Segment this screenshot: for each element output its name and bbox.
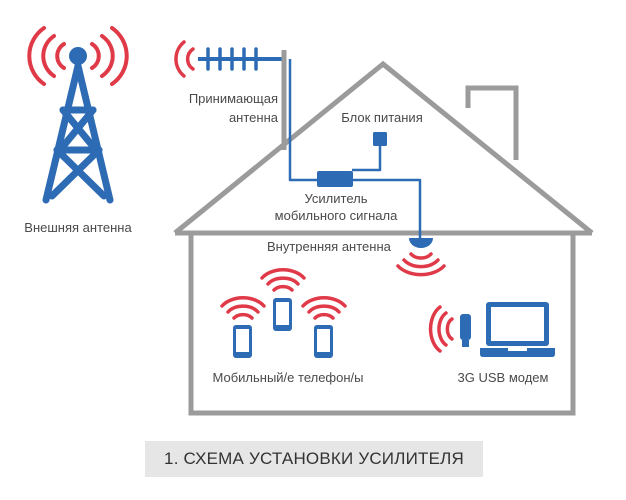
signal-waves-icon <box>396 252 446 277</box>
phone-center <box>260 268 306 331</box>
power-supply-label: Блок питания <box>341 110 422 125</box>
signal-cable <box>288 59 422 238</box>
smartphone-icon <box>233 325 252 358</box>
caption-text: 1. СХЕМА УСТАНОВКИ УСИЛИТЕЛЯ <box>164 449 464 468</box>
usb-modem-group <box>428 302 555 357</box>
cell-tower-icon <box>27 26 129 204</box>
caption-banner: 1. СХЕМА УСТАНОВКИ УСИЛИТЕЛЯ <box>145 441 483 477</box>
mobile-phones-label: Мобильный/е телефон/ы <box>213 370 364 385</box>
signal-waves-icon <box>260 268 306 292</box>
power-supply-icon <box>373 132 387 146</box>
receiving-antenna-label-line1: Принимающая <box>189 91 278 106</box>
signal-waves-icon <box>301 296 347 320</box>
signal-waves-icon <box>220 296 266 320</box>
signal-waves-icon <box>174 40 195 78</box>
usb-modem-label: 3G USB модем <box>458 370 549 385</box>
phone-right <box>301 296 347 358</box>
internal-antenna-label: Внутренняя антенна <box>267 239 392 254</box>
laptop-icon <box>480 302 555 357</box>
signal-waves-icon <box>428 305 454 353</box>
yagi-antenna-icon <box>174 40 287 150</box>
amplifier-label-line2: мобильного сигнала <box>275 208 398 223</box>
amplifier-label-line1: Усилитель <box>305 191 368 206</box>
phone-left <box>220 296 266 358</box>
signal-waves-icon <box>27 26 129 86</box>
house-outline <box>173 60 594 416</box>
usb-modem-icon <box>460 314 471 347</box>
receiving-antenna-label-line2: антенна <box>229 110 279 125</box>
amplifier-icon <box>317 171 353 187</box>
dome-antenna-icon <box>396 238 446 277</box>
external-antenna-label: Внешняя антенна <box>24 220 132 235</box>
smartphone-icon <box>273 298 292 331</box>
smartphone-icon <box>314 325 333 358</box>
